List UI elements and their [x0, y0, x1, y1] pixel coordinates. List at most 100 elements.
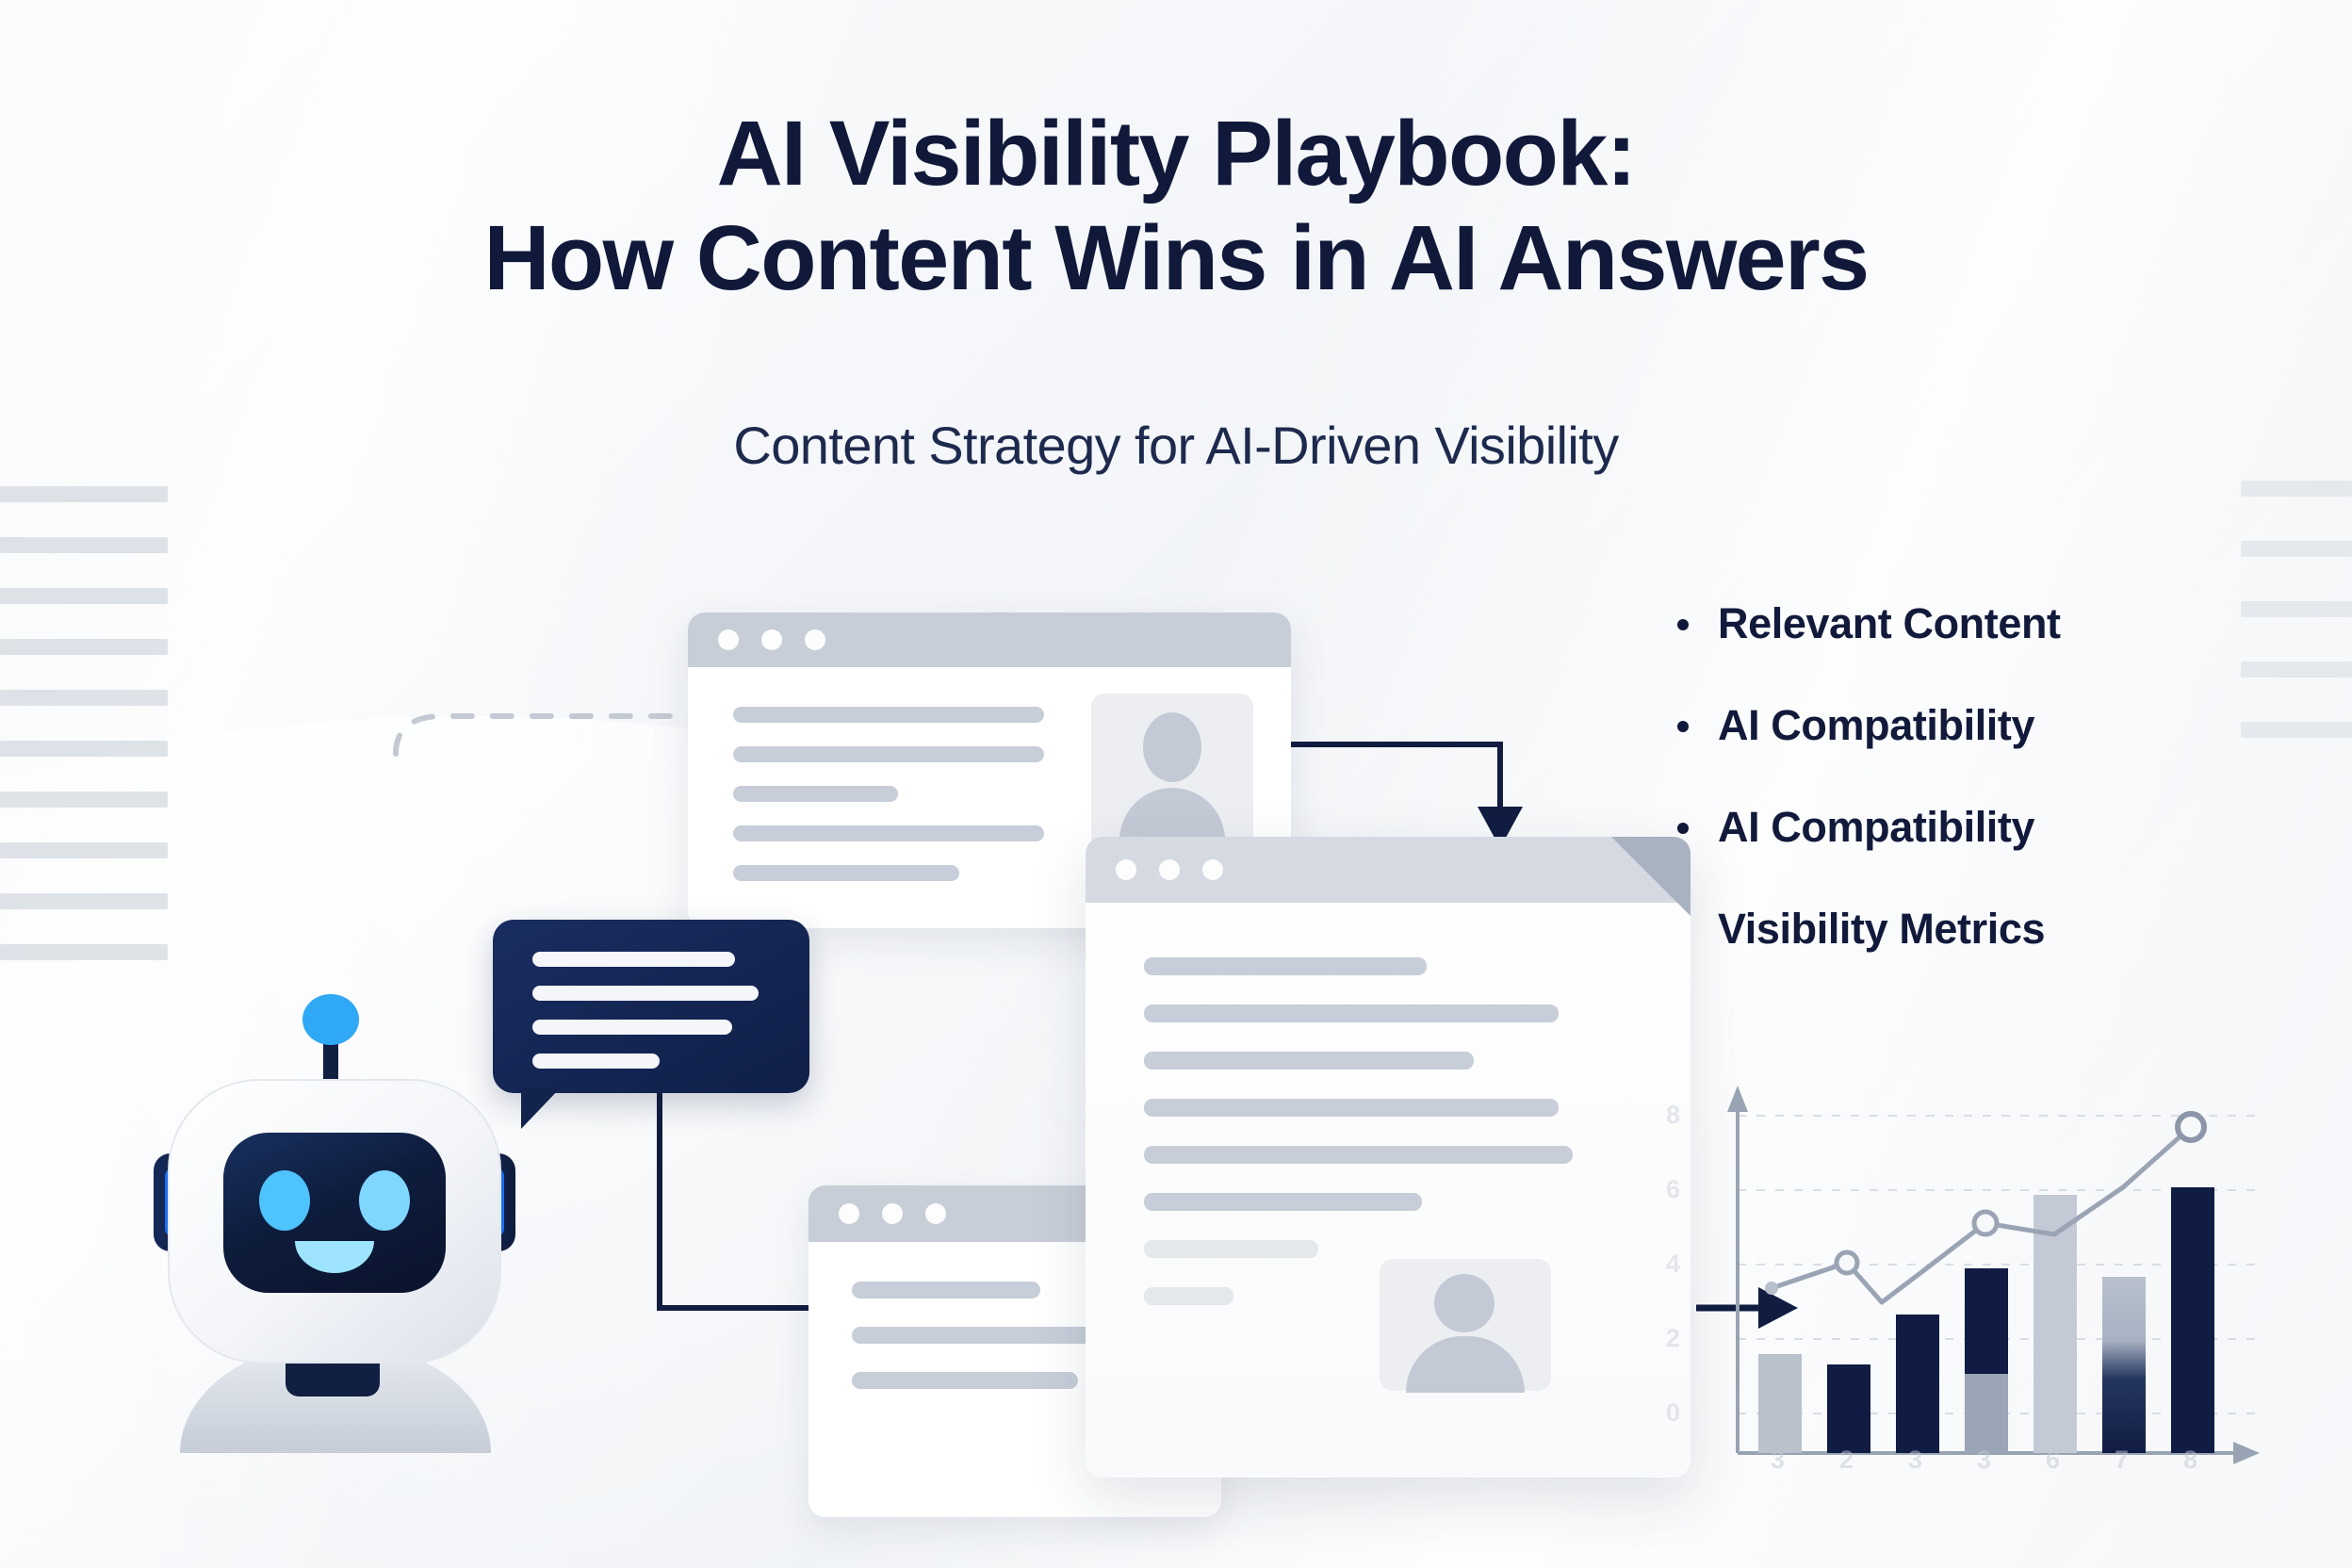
browser-window-card-back[interactable]: [688, 612, 1291, 928]
page-title-line-1: AI Visibility Playbook:: [716, 102, 1637, 204]
list-item[interactable]: AI Compatibility: [1677, 701, 2299, 750]
placeholder-text-line: [1144, 1193, 1422, 1211]
chart-y-tick: 0: [1666, 1398, 1681, 1427]
placeholder-text-line: [852, 1372, 1078, 1389]
chart-bar: [2102, 1277, 2146, 1453]
list-item-label: Relevant Content: [1718, 599, 2061, 647]
bullet-dot-icon: [1677, 721, 1689, 732]
decorative-stripe: [2241, 601, 2352, 617]
bubble-text-line: [532, 1020, 732, 1035]
chart-bar: [1965, 1374, 2008, 1453]
window-content: [1086, 903, 1690, 1478]
chart-y-tick: 4: [1666, 1250, 1681, 1278]
chart-bar: [1827, 1364, 1870, 1453]
window-dot-icon: [761, 629, 782, 650]
avatar-body: [1406, 1336, 1525, 1393]
chart-data-point: [1765, 1282, 1778, 1295]
placeholder-text-line: [1144, 957, 1427, 975]
placeholder-text-line: [852, 1327, 1125, 1344]
decorative-stripe: [2241, 481, 2352, 497]
placeholder-text-line: [1144, 1146, 1573, 1164]
placeholder-text-line: [733, 707, 1044, 723]
robot-eye-left: [259, 1170, 310, 1231]
chart-bar: [2171, 1187, 2214, 1453]
window-titlebar: [688, 612, 1291, 667]
decorative-stripe: [0, 741, 168, 757]
page-fold-icon: [1611, 837, 1690, 916]
bubble-text-line: [532, 1054, 660, 1069]
robot-antenna-stem: [323, 1037, 338, 1091]
decorative-stripe: [0, 486, 168, 502]
bullet-dot-icon: [1677, 619, 1689, 630]
decorative-stripe: [0, 944, 168, 960]
chat-bubble-icon[interactable]: [493, 920, 809, 1129]
window-titlebar: [1086, 837, 1690, 903]
list-item[interactable]: Visibility Metrics: [1677, 905, 2299, 954]
window-dot-icon: [805, 629, 825, 650]
window-dot-icon: [718, 629, 739, 650]
bubble-text-line: [532, 986, 759, 1001]
chart-x-tick: 8: [2183, 1446, 2198, 1474]
placeholder-text-line: [852, 1282, 1040, 1298]
chart-data-point: [1971, 1209, 2000, 1237]
window-dot-icon: [925, 1203, 946, 1224]
bubble-tail-icon: [521, 1087, 561, 1129]
placeholder-text-line: [733, 865, 959, 881]
chart-y-axis-arrow: [1727, 1086, 1748, 1112]
bar-line-chart: [1727, 1086, 2260, 1464]
decorative-stripe: [2241, 541, 2352, 557]
window-content: [688, 667, 1291, 928]
window-dot-icon: [839, 1203, 859, 1224]
chart-x-tick: 7: [2115, 1446, 2130, 1474]
placeholder-text-line: [733, 786, 898, 802]
window-dot-icon: [882, 1203, 903, 1224]
list-item-label: Visibility Metrics: [1718, 905, 2046, 953]
robot-eye-right: [359, 1170, 410, 1231]
list-item[interactable]: Relevant Content: [1677, 599, 2299, 648]
page-title-line-2: How Content Wins in AI Answers: [483, 205, 1870, 309]
decorative-stripe: [0, 690, 168, 706]
chart-data-point: [2175, 1111, 2207, 1143]
chart-bar: [2034, 1195, 2077, 1453]
chart-y-tick: 6: [1666, 1175, 1681, 1203]
chart-data-point: [1834, 1250, 1860, 1276]
placeholder-text-line: [733, 825, 1044, 841]
robot-antenna-bulb: [302, 994, 359, 1045]
chart-bars: [1758, 1187, 2214, 1453]
decorative-stripe: [0, 893, 168, 909]
robot-mascot-icon[interactable]: [146, 963, 523, 1500]
placeholder-text-line: [1144, 1240, 1318, 1258]
bullet-dot-icon: [1677, 823, 1689, 834]
placeholder-text-line: [1144, 1287, 1233, 1305]
chart-bar: [1965, 1268, 2008, 1374]
user-avatar-icon: [1091, 694, 1253, 858]
decorative-stripe: [0, 842, 168, 858]
chart-x-tick: 2: [1839, 1446, 1854, 1474]
window-dot-icon: [1116, 859, 1136, 880]
feature-bullet-list: Relevant Content AI Compatibility AI Com…: [1677, 599, 2299, 1006]
list-item[interactable]: AI Compatibility: [1677, 803, 2299, 852]
placeholder-text-line: [733, 746, 1044, 762]
list-item-label: AI Compatibility: [1718, 803, 2035, 851]
chart-bar: [1896, 1315, 1939, 1453]
decorative-stripes-left: [0, 486, 168, 995]
avatar-head: [1434, 1274, 1494, 1332]
chart-y-tick: 2: [1666, 1324, 1681, 1352]
user-avatar-icon: [1380, 1259, 1551, 1393]
decorative-stripes-right: [2241, 481, 2352, 782]
chart-y-tick: 8: [1666, 1101, 1681, 1129]
chart-x-tick: 3: [1771, 1446, 1786, 1474]
decorative-stripe: [2241, 722, 2352, 738]
chart-bar: [1758, 1354, 1802, 1453]
placeholder-text-line: [1144, 1099, 1559, 1117]
window-dot-icon: [1202, 859, 1223, 880]
chart-x-tick: 3: [1908, 1446, 1923, 1474]
list-item-label: AI Compatibility: [1718, 701, 2035, 749]
avatar-head: [1143, 712, 1201, 782]
browser-window-card-main[interactable]: [1086, 837, 1690, 1478]
placeholder-text-line: [1144, 1004, 1559, 1022]
bubble-text-line: [532, 952, 735, 967]
page-title: AI Visibility Playbook: How Content Wins…: [0, 102, 2352, 310]
decorative-stripe: [0, 792, 168, 808]
